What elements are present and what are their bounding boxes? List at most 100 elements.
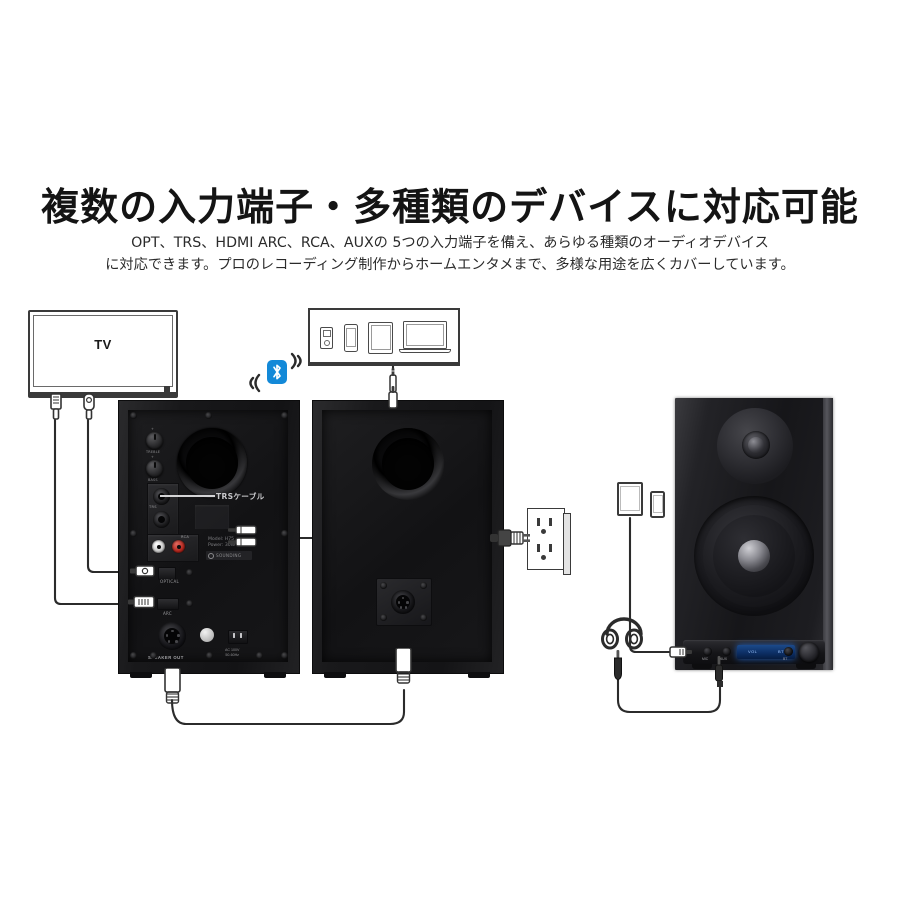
cabinet-screw xyxy=(150,652,157,659)
tablet-screen xyxy=(370,324,391,350)
mp3-player-screen xyxy=(322,330,331,337)
optical-plug-tv xyxy=(83,393,95,420)
speaker-in-plug xyxy=(395,648,412,684)
cabinet-screw xyxy=(281,652,288,659)
din-pin xyxy=(175,640,178,643)
trs-jack-left-hole xyxy=(158,493,165,500)
din-pin xyxy=(399,606,403,609)
speaker-out-plug xyxy=(164,668,181,704)
treble-knob[interactable] xyxy=(146,432,163,449)
treble-knob-label: TREBLE xyxy=(146,450,161,454)
tv-label: TV xyxy=(94,337,112,352)
rca-jack-right-center xyxy=(176,544,181,549)
trs-jack-right-hole xyxy=(158,516,165,523)
vent-disc xyxy=(200,628,214,642)
hdmi-plug-tv xyxy=(50,393,62,420)
tv-indicator-dot xyxy=(164,386,170,392)
optical-label: OPTICAL xyxy=(160,579,180,584)
brand-print-box xyxy=(206,551,252,560)
cabinet-screw xyxy=(130,530,137,537)
model-print: Model: H75 Power: 30W x2 xyxy=(208,537,242,549)
passive-speaker-din-hole xyxy=(396,595,410,609)
mic-input-jack[interactable] xyxy=(703,647,712,656)
treble-knob-top-label: + xyxy=(151,427,155,431)
front-speaker-side-panel xyxy=(823,398,833,670)
plate-screw xyxy=(420,582,427,589)
aux-input-jack[interactable] xyxy=(722,647,731,656)
cabinet-screw xyxy=(205,412,212,419)
ac-rating-line-1: AC 100V xyxy=(225,648,240,652)
ac-rating-line-2: 50-60Hz xyxy=(225,652,239,657)
din-pin xyxy=(177,634,180,637)
arc-label: ARC xyxy=(163,611,173,616)
cabinet-screw xyxy=(206,652,213,659)
aux-jack-label: AUX xyxy=(720,657,727,661)
tv-screen xyxy=(28,310,178,398)
display-label-left: VOL xyxy=(748,649,758,654)
cabinet-screw xyxy=(186,569,193,576)
trs-callout-line xyxy=(160,494,215,497)
ac-rating-label: AC 100V 50-60Hz xyxy=(225,648,239,657)
ac-power-inlet[interactable] xyxy=(228,630,248,644)
cabinet-foot xyxy=(130,672,152,678)
subcopy-line-2: に対応できます。プロのレコーディング制作からホームエンタメまで、多様な用途を広く… xyxy=(105,257,795,273)
smartphone-icon xyxy=(650,491,665,518)
tweeter-dome xyxy=(748,437,764,453)
cabinet-foot xyxy=(264,672,286,678)
hdmi-arc-input-port[interactable] xyxy=(157,598,179,610)
volume-knob[interactable] xyxy=(799,642,819,662)
bass-knob-label: BASS xyxy=(148,478,158,482)
aux-plug-front-panel xyxy=(669,646,692,658)
rca-label: RCA xyxy=(181,535,190,539)
spec-print-block xyxy=(195,505,229,529)
outlet-slot xyxy=(549,518,552,526)
ac-pin xyxy=(240,633,242,638)
rca-plug-pair xyxy=(228,525,257,547)
brand-print-text: SOUNDING xyxy=(216,552,242,558)
trs-cable-callout: TRSケーブル xyxy=(216,492,265,501)
ac-power-plug xyxy=(490,529,530,547)
cabinet-screw xyxy=(256,652,263,659)
bluetooth-wave-left-icon xyxy=(240,372,264,396)
laptop-icon xyxy=(403,321,447,349)
bluetooth-wave-right-icon xyxy=(288,350,310,372)
display-label-right: BT xyxy=(778,649,784,654)
page-headline: 複数の入力端子・多種類のデバイスに対応可能 xyxy=(41,185,859,229)
cabinet-screw xyxy=(186,600,193,607)
rca-jack-left-center xyxy=(156,544,161,549)
bluetooth-icon xyxy=(267,360,287,384)
trs-label: TRS xyxy=(149,505,157,509)
wall-outlet-edge xyxy=(563,513,571,575)
din-pin xyxy=(171,629,174,633)
outlet-slot xyxy=(549,544,552,552)
cabinet-screw xyxy=(130,652,137,659)
speaker-out-label: SPEAKER OUT xyxy=(148,655,184,660)
model-line-1: Model: H75 xyxy=(208,537,235,542)
bt-pair-button[interactable] xyxy=(784,647,793,656)
wall-outlet-face xyxy=(527,508,565,570)
optical-input-port[interactable] xyxy=(158,567,176,580)
headphone-plug-cable xyxy=(614,650,622,681)
bass-reflex-port-hole xyxy=(186,437,238,489)
woofer-dust-cap xyxy=(738,540,770,572)
bass-knob-top-label: + xyxy=(151,455,155,459)
model-line-2: Power: 30W x2 xyxy=(208,543,243,548)
cabinet-foot xyxy=(692,664,712,669)
hdmi-plug-speaker xyxy=(128,595,155,609)
tv-stand xyxy=(30,392,176,397)
brand-mark-icon xyxy=(208,552,214,559)
laptop-base xyxy=(399,349,451,353)
bass-knob[interactable] xyxy=(146,460,163,477)
cabinet-screw xyxy=(281,412,288,419)
outlet-ground xyxy=(541,529,546,534)
front-display xyxy=(737,645,795,659)
device-group-panel-base xyxy=(310,362,458,366)
plate-screw xyxy=(420,614,427,621)
ac-pin xyxy=(233,633,235,638)
tablet-screen xyxy=(620,486,640,511)
cabinet-screw xyxy=(130,412,137,419)
cabinet-foot xyxy=(468,672,490,678)
bt-button-label: BT xyxy=(783,657,788,661)
smartphone-icon xyxy=(344,324,358,352)
tv-screen-bezel xyxy=(33,315,173,387)
